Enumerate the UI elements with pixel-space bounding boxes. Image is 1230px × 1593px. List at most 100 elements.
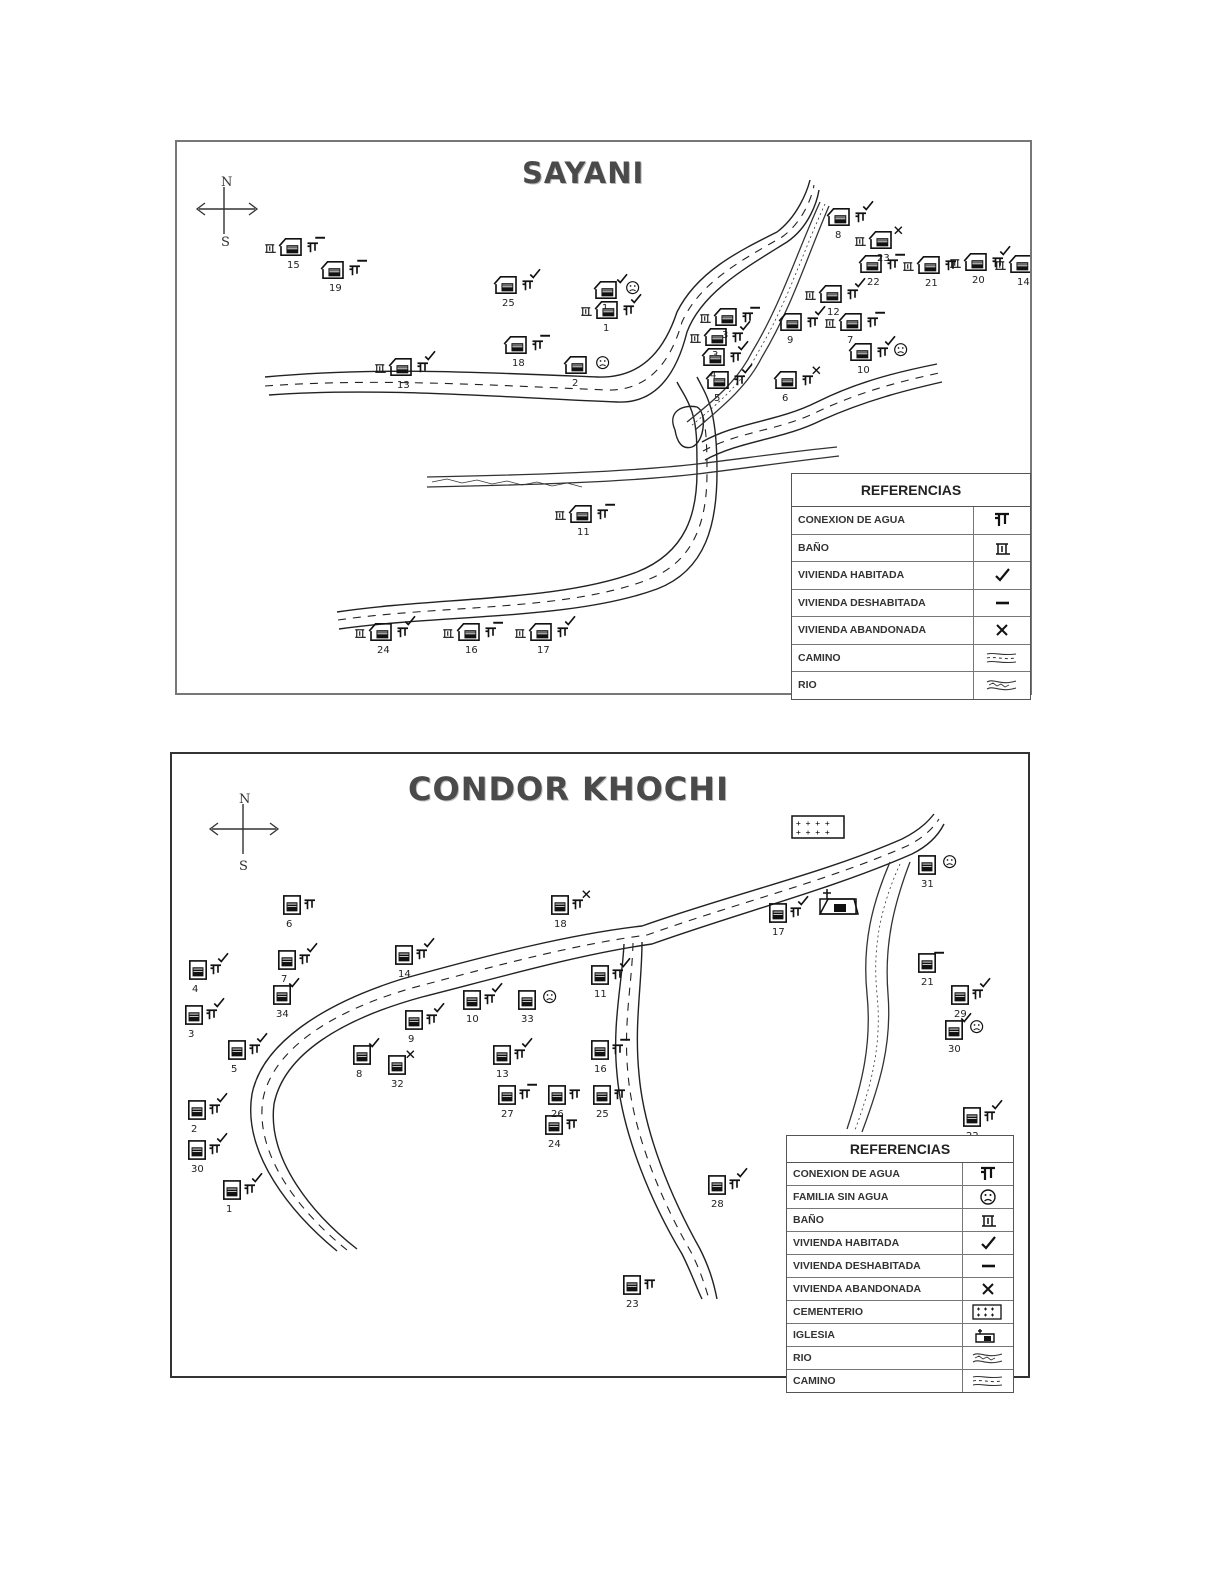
check-icon [854, 277, 866, 288]
legend-label: CAMINO [792, 644, 974, 671]
water-connection-icon [519, 1089, 530, 1100]
sayani-map: 1519251118213334582322212014129710611241… [175, 140, 1032, 700]
water-connection-icon [244, 1184, 255, 1195]
house-marker: 24 [355, 615, 416, 656]
legend-row: VIVIENDA ABANDONADA [792, 617, 1030, 645]
check-icon [213, 997, 225, 1008]
water-connection-icon [847, 289, 858, 300]
check-icon [630, 293, 642, 304]
house-number: 17 [772, 927, 785, 938]
house-marker: 14 [394, 937, 435, 980]
water-connection-icon [855, 212, 866, 223]
water-connection-icon [349, 265, 360, 276]
house-number: 23 [877, 253, 890, 264]
house-number: 10 [857, 365, 870, 376]
dash-icon [974, 590, 1030, 617]
water-connection-icon [209, 1144, 220, 1155]
water-connection-icon [732, 332, 743, 343]
house-number: 16 [465, 645, 478, 656]
house-marker: 10 [848, 335, 908, 376]
water-connection-icon [572, 899, 583, 910]
house-number: 9 [408, 1034, 414, 1045]
check-icon [251, 1172, 263, 1183]
water-connection-icon [569, 1089, 580, 1100]
house-marker: 11 [555, 503, 615, 538]
compass-labels: N S [239, 792, 250, 874]
sad-face-icon [943, 855, 957, 869]
compass-south-label: S [239, 859, 248, 874]
legend-heading: REFERENCIAS [787, 1136, 1013, 1163]
house-marker: 3 [700, 306, 760, 341]
house-number: 23 [626, 1299, 639, 1310]
check-icon [529, 268, 541, 279]
legend-label: FAMILIA SIN AGUA [787, 1186, 963, 1208]
house-marker: 10 [462, 982, 503, 1025]
bathroom-icon [355, 629, 366, 638]
house-marker: 24 [544, 1115, 577, 1150]
legend-row: VIVIENDA DESHABITADA [792, 589, 1030, 617]
water-connection-icon [484, 994, 495, 1005]
bathroom-icon [555, 511, 566, 520]
check-icon [521, 1037, 533, 1048]
house-marker: 15 [265, 236, 325, 271]
bathroom-icon [963, 1209, 1013, 1231]
house-marker: 4 [188, 952, 229, 995]
house-number: 13 [397, 380, 410, 391]
legend-row: VIVIENDA DESHABITADA [787, 1255, 1013, 1278]
water-connection-icon [612, 1044, 623, 1055]
bathroom-icon [690, 334, 701, 343]
dash-icon [963, 1255, 1013, 1277]
compass-south-label: S [221, 235, 230, 250]
cemetery-icon [963, 1301, 1013, 1323]
x-icon [582, 890, 591, 899]
house-number: 31 [921, 879, 934, 890]
water-connection-icon [887, 259, 898, 270]
x-icon [406, 1050, 415, 1059]
house-number: 8 [835, 230, 841, 241]
house-number: 20 [972, 275, 985, 286]
legend-label: RIO [787, 1347, 963, 1369]
check-icon [288, 977, 300, 988]
check-icon [814, 305, 826, 316]
check-icon [737, 340, 749, 351]
legend-row: RIO [787, 1347, 1013, 1370]
house-number: 1 [603, 323, 609, 334]
water-connection-icon [945, 260, 956, 271]
legend-label: VIVIENDA DESHABITADA [787, 1255, 963, 1277]
water-connection-icon [974, 507, 1030, 534]
bathroom-icon [700, 314, 711, 323]
house-number: 2 [191, 1124, 197, 1135]
legend-row: VIVIENDA ABANDONADA [787, 1278, 1013, 1301]
water-connection-icon [730, 352, 741, 363]
legend-row: BAÑO [787, 1209, 1013, 1232]
bathroom-icon [995, 261, 1006, 270]
legend-row: CAMINO [792, 644, 1030, 672]
house-number: 7 [847, 335, 853, 346]
house-marker: 25 [592, 1085, 625, 1120]
check-icon [884, 335, 896, 346]
check-icon [368, 1037, 380, 1048]
legend-label: VIVIENDA HABITADA [787, 1232, 963, 1254]
water-connection-icon [729, 1179, 740, 1190]
legend-label: IGLESIA [787, 1324, 963, 1346]
water-connection-icon [249, 1044, 260, 1055]
water-connection-icon [972, 989, 983, 1000]
x-icon [894, 226, 903, 235]
house-marker: 1 [581, 293, 642, 334]
water-connection-icon [644, 1279, 655, 1290]
water-connection-icon [485, 627, 496, 638]
house-number: 10 [466, 1014, 479, 1025]
house-number: 25 [596, 1109, 609, 1120]
compass-labels: N S [221, 175, 232, 250]
check-icon [491, 982, 503, 993]
sad-face-icon [970, 1020, 984, 1034]
house-number: 8 [356, 1069, 362, 1080]
house-number: 30 [948, 1044, 961, 1055]
bathroom-icon [581, 307, 592, 316]
house-marker: 3 [690, 320, 751, 361]
legend-label: VIVIENDA ABANDONADA [792, 617, 974, 644]
house-number: 16 [594, 1064, 607, 1075]
house-marker: 33 [517, 990, 557, 1025]
